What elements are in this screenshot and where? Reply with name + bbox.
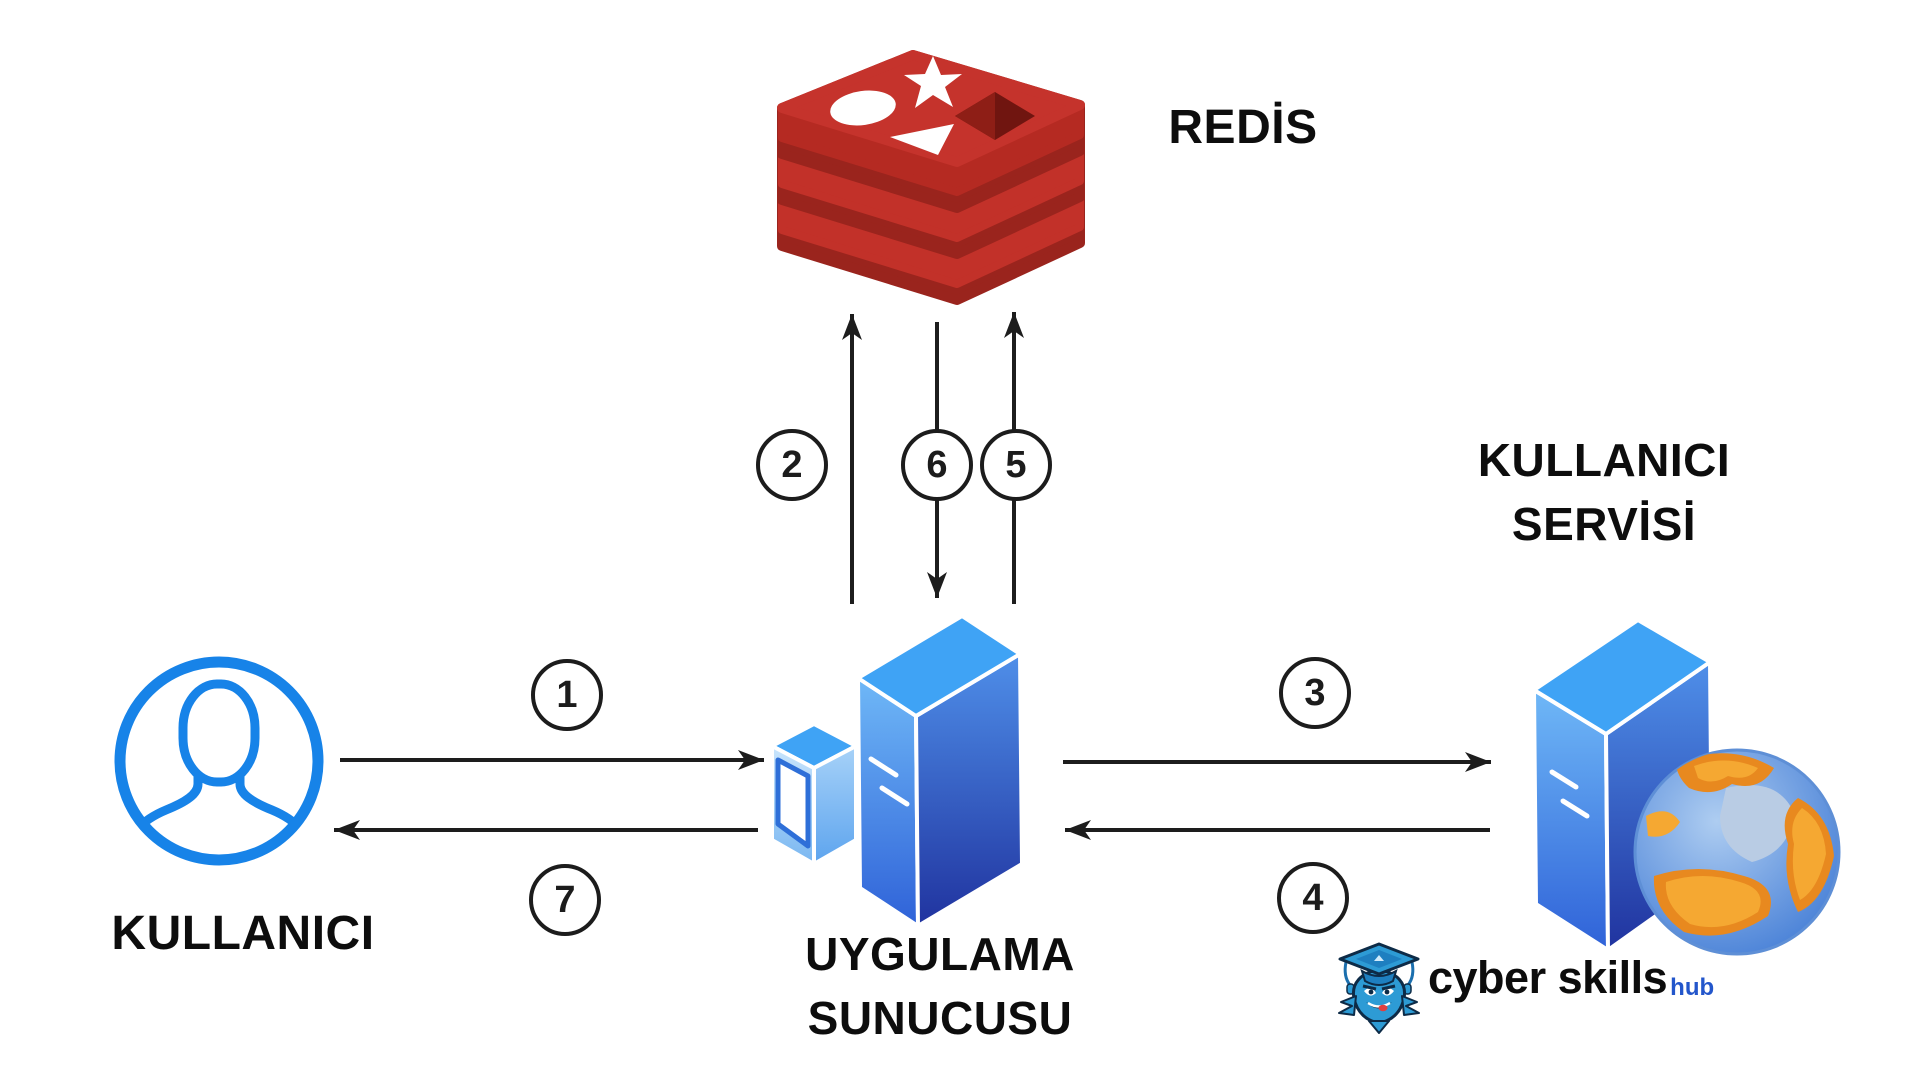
server-globe-icon <box>1532 618 1841 956</box>
brand-name: cyber skills <box>1428 952 1668 1003</box>
globe <box>1633 748 1841 956</box>
step-badge-4: 4 <box>1277 862 1349 934</box>
app-server-label-line2: SUNUCUSU <box>807 992 1073 1044</box>
server-tower-body <box>856 614 1024 928</box>
globe-landmass-south-hl <box>1665 876 1761 928</box>
server-box-screen <box>775 757 811 849</box>
redis-triangle-shape <box>890 124 954 155</box>
redis-cushion <box>777 50 1085 213</box>
server-vent-dashes <box>868 756 910 807</box>
server-tower-icon <box>770 614 1024 928</box>
step-badge-7: 7 <box>529 864 601 936</box>
user-service-label: KULLANICI SERVİSİ <box>1454 428 1754 556</box>
step-badge-6: 6 <box>901 429 973 501</box>
user-shoulders <box>125 763 313 855</box>
brand-suffix: hub <box>1670 974 1715 1001</box>
globe-landmass-center <box>1720 785 1794 862</box>
user-circle-ring <box>114 656 324 866</box>
user-label: KULLANICI <box>111 907 375 960</box>
redis-star-shape <box>904 56 962 108</box>
cyber-skills-mascot-icon <box>1338 942 1420 1034</box>
server-vent-dashes <box>1549 769 1590 819</box>
mascot-right-wing <box>1401 995 1420 1016</box>
step-badge-5: 5 <box>980 429 1052 501</box>
redis-label: REDİS <box>1168 101 1318 154</box>
redis-stack-icon <box>777 50 1085 305</box>
redis-hole-face <box>955 92 995 140</box>
mascot-cap-brim <box>1360 968 1398 986</box>
user-service-label-line1: KULLANICI <box>1477 434 1731 486</box>
step-badge-3: 3 <box>1279 657 1351 729</box>
globe-landmass-north-hl <box>1694 760 1758 782</box>
user-head <box>178 679 260 787</box>
globe-landmass-east-hl <box>1792 808 1826 900</box>
mascot-face <box>1362 984 1396 1012</box>
step-badge-1: 1 <box>531 659 603 731</box>
user-avatar-icon <box>114 656 324 866</box>
mascot-left-wing <box>1338 995 1357 1016</box>
mascot-cap-emblem <box>1374 955 1384 961</box>
mascot-body-tip <box>1368 1020 1390 1034</box>
app-server-label-line1: UYGULAMA <box>805 928 1075 980</box>
app-server-label: UYGULAMA SUNUCUSU <box>740 922 1140 1050</box>
user-service-label-line2: SERVİSİ <box>1511 498 1697 550</box>
globe-landmass-west <box>1646 811 1680 837</box>
redis-circle-shape <box>830 90 896 126</box>
server-front-box <box>770 722 858 866</box>
step-badge-2: 2 <box>756 429 828 501</box>
